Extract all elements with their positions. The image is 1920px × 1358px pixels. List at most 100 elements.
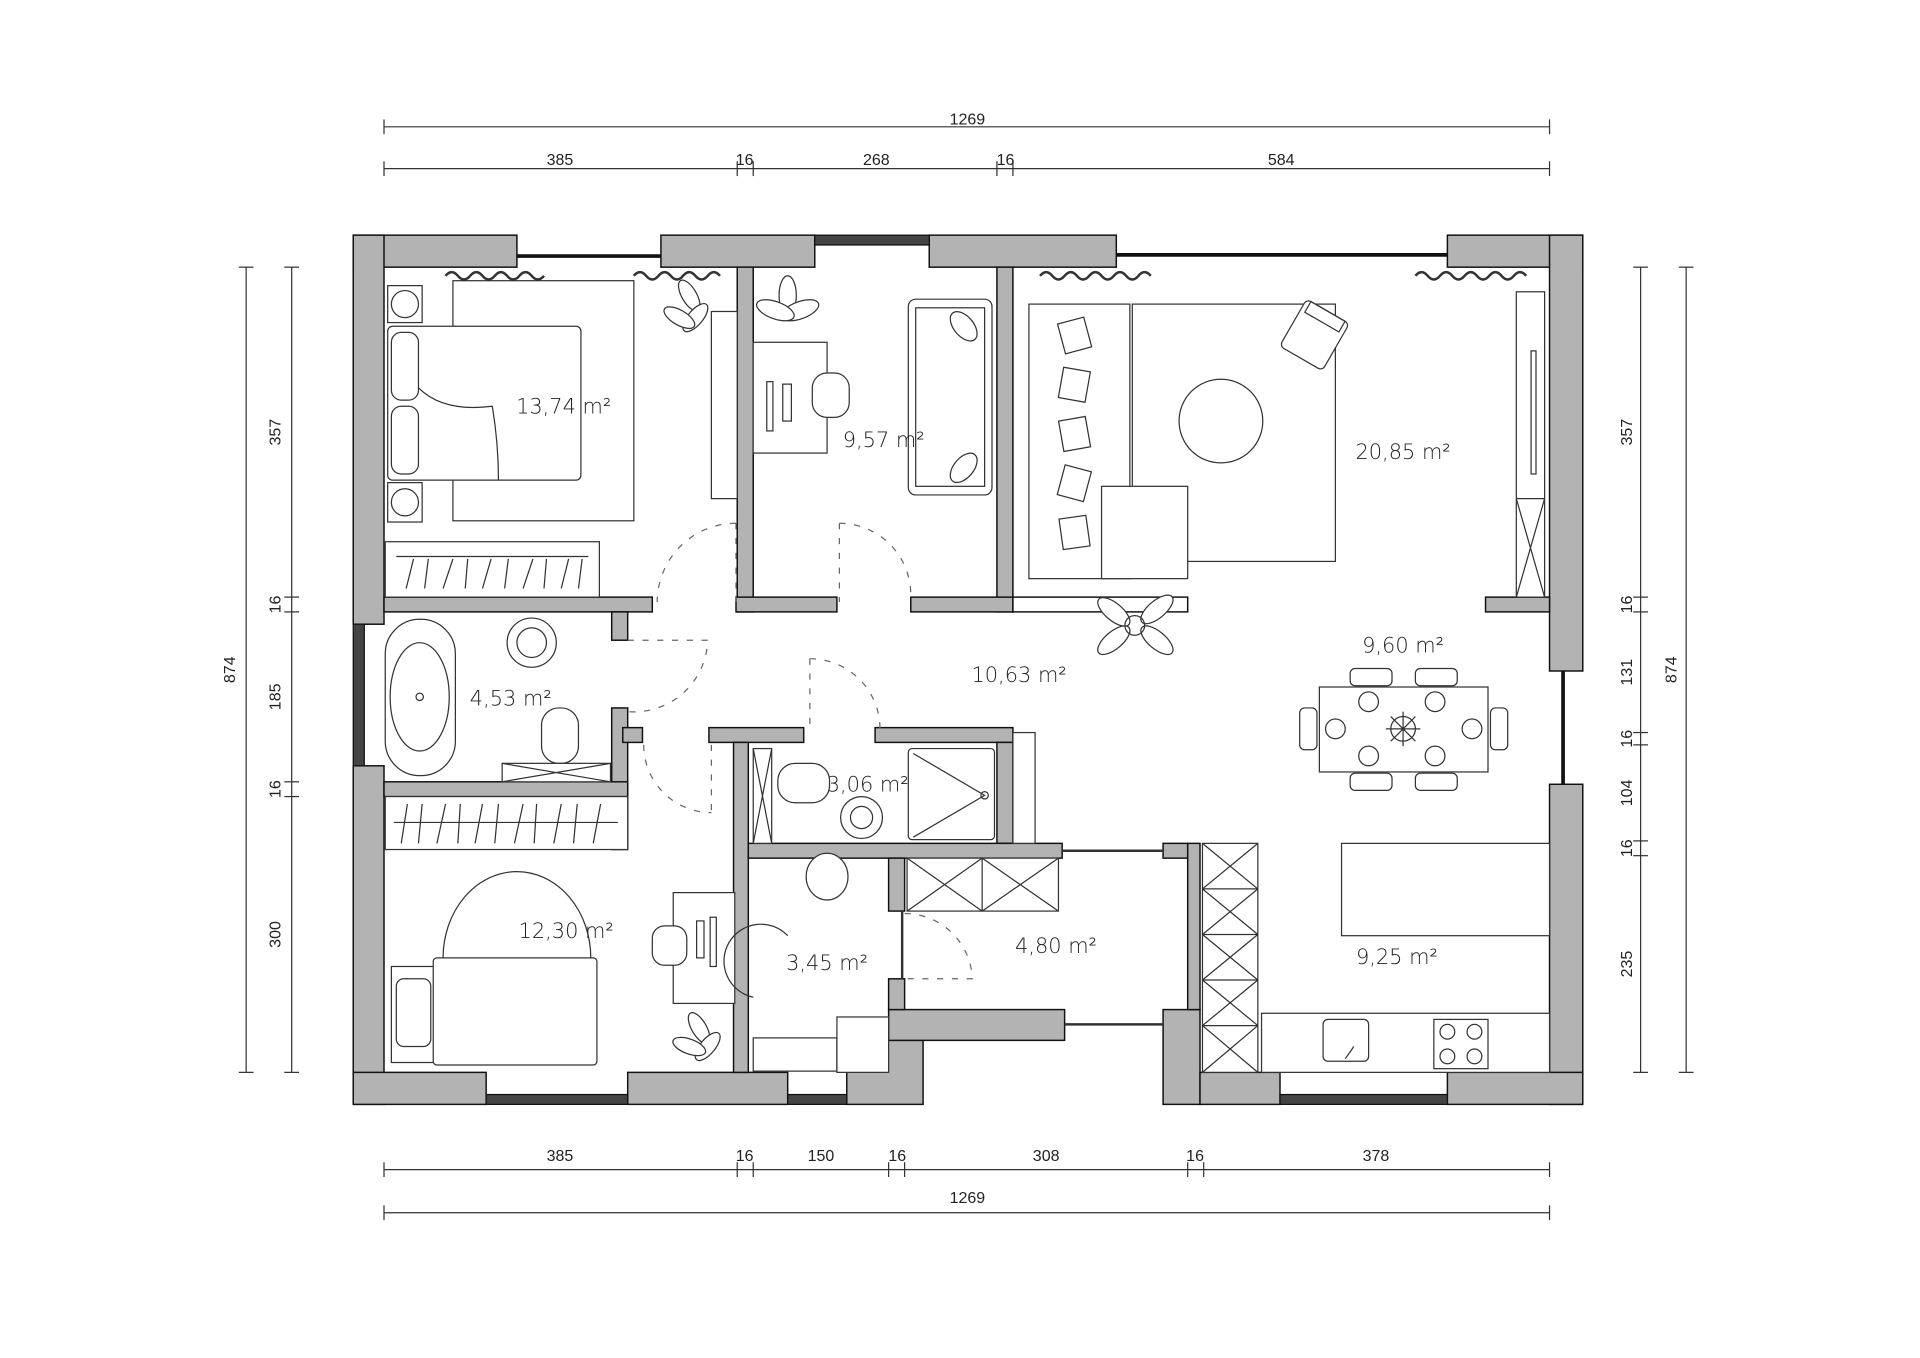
- bathroom-3-furniture: [723, 852, 890, 1073]
- monitor: [766, 381, 774, 432]
- desk: [710, 310, 738, 500]
- chair: [1489, 707, 1509, 751]
- dim-right-seg: 235: [1619, 951, 1636, 978]
- area-label-bedroom-2: 12,30 m²: [519, 919, 614, 943]
- coffee-table: [1178, 378, 1264, 464]
- curtain: [444, 270, 545, 281]
- area-label-entrance: 4,80 m²: [1015, 934, 1097, 958]
- dim-right-seg: 16: [1619, 730, 1636, 748]
- cushion: [1057, 415, 1092, 453]
- keyboard: [782, 383, 792, 422]
- curtain: [1414, 270, 1528, 281]
- plant-icon: [756, 275, 820, 322]
- dim-top-seg: 385: [547, 152, 574, 169]
- door-swing: [809, 658, 881, 729]
- toilet: [777, 762, 831, 804]
- window: [787, 1093, 848, 1105]
- bathroom-2-furniture: [752, 731, 1036, 844]
- pillow: [390, 331, 420, 401]
- kitchen-island: [1340, 842, 1551, 937]
- chair: [1299, 707, 1318, 751]
- plant-icon: [663, 279, 709, 333]
- dim-left-seg: 185: [268, 683, 285, 710]
- dim-bottom-seg: 150: [808, 1148, 835, 1165]
- doors: [627, 522, 1164, 1026]
- chair: [651, 925, 688, 966]
- curtain: [1039, 270, 1152, 281]
- window: [485, 1093, 629, 1105]
- keyboard: [696, 920, 705, 959]
- window: [352, 623, 365, 767]
- area-label-kitchen: 9,25 m²: [1356, 945, 1438, 969]
- dim-right-seg: 16: [1619, 839, 1636, 857]
- entrance-furniture: [906, 857, 1060, 912]
- dim-bottom-seg: 378: [1363, 1148, 1390, 1165]
- rug: [442, 871, 592, 958]
- sink: [805, 852, 849, 901]
- area-label-bedroom-1: 13,74 m²: [516, 395, 611, 419]
- chair: [1349, 772, 1393, 792]
- door-swing: [839, 522, 912, 595]
- dimension-top: 1269 385 16 268 16 584: [383, 111, 1551, 177]
- hob: [1433, 1018, 1489, 1070]
- door-swing: [643, 744, 712, 814]
- dim-right-seg: 104: [1619, 779, 1636, 806]
- cabinet: [836, 1016, 890, 1073]
- cushion: [1057, 366, 1092, 403]
- chair: [1414, 667, 1458, 687]
- kitchen-counter: [1260, 1012, 1551, 1073]
- bed: [387, 325, 582, 481]
- dim-bottom-seg: 16: [888, 1148, 906, 1165]
- plant-icon: [1097, 594, 1174, 656]
- dim-left-total: 874: [222, 656, 239, 683]
- dim-right-seg: 16: [1619, 596, 1636, 614]
- kitchen-furniture: [1201, 842, 1551, 1073]
- area-label-dining: 9,60 m²: [1362, 634, 1444, 658]
- shower: [907, 747, 996, 841]
- dim-bottom-seg: 16: [736, 1148, 754, 1165]
- monitor: [709, 916, 717, 968]
- chair: [811, 372, 850, 418]
- dimension-right: 357 16 131 16 104 16 235 874: [1619, 266, 1694, 1073]
- dining-furniture: [1299, 667, 1509, 792]
- dimension-bottom: 385 16 150 16 308 16 378 1269: [383, 1148, 1551, 1221]
- bathtub: [384, 618, 456, 777]
- area-label-bathroom-2: 3,06 m²: [827, 773, 909, 797]
- dim-top-seg: 16: [736, 152, 754, 169]
- cushion: [949, 452, 978, 484]
- dim-right-total: 874: [1663, 656, 1680, 683]
- dim-left-seg: 300: [268, 921, 285, 948]
- sofa-chaise: [1100, 485, 1189, 580]
- dimension-left: 357 16 185 16 300 874: [222, 266, 300, 1073]
- dim-bottom-seg: 385: [547, 1148, 574, 1165]
- window: [814, 234, 930, 246]
- dim-bottom-total: 1269: [950, 1190, 986, 1207]
- dim-top-seg: 16: [997, 152, 1015, 169]
- bathroom-1-furniture: [384, 617, 612, 783]
- tv: [1530, 350, 1537, 475]
- door-swing: [627, 639, 709, 713]
- dim-top-seg: 268: [863, 152, 890, 169]
- plant-icon: [672, 1012, 721, 1062]
- area-label-bathroom-1: 4,53 m²: [470, 686, 552, 710]
- cushion: [949, 311, 978, 342]
- area-label-study: 9,57 m²: [843, 428, 925, 452]
- living-furniture: [1028, 270, 1546, 656]
- area-label-living: 20,85 m²: [1355, 440, 1450, 464]
- window: [1279, 1093, 1449, 1105]
- area-labels: 13,74 m² 9,57 m² 20,85 m² 4,53 m² 10,63 …: [470, 395, 1451, 976]
- windows: [352, 234, 1565, 1105]
- door-swing: [656, 522, 737, 603]
- pillow: [390, 405, 420, 475]
- shower-arc: [723, 923, 789, 998]
- bedroom-1-furniture: [384, 270, 738, 598]
- duvet: [432, 957, 598, 1066]
- area-label-bathroom-3: 3,45 m²: [786, 951, 868, 975]
- curtain: [632, 270, 721, 281]
- wardrobe: [384, 541, 600, 598]
- chair: [1414, 772, 1458, 792]
- pillow: [395, 978, 432, 1048]
- dim-right-seg: 131: [1619, 659, 1636, 686]
- walls: [352, 234, 1584, 1106]
- dim-top-total: 1269: [950, 111, 986, 128]
